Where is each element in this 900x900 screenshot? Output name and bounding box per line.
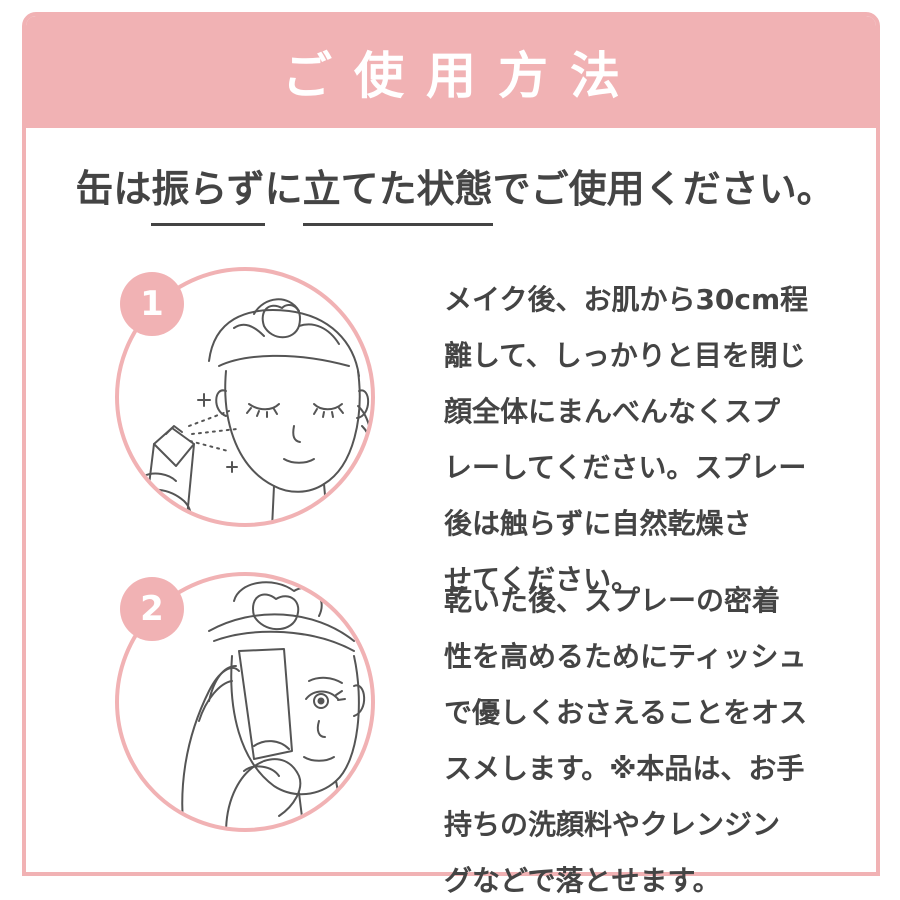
instruction-part-1: 缶は bbox=[75, 167, 152, 211]
step-1-line: 顔全体にまんべんなくスプ bbox=[444, 395, 781, 428]
step-1-line: メイク後、お肌から30cm程 bbox=[444, 283, 809, 316]
step-2-line: 乾いた後、スプレーの密着 bbox=[444, 584, 781, 617]
instruction-underlined-1: 振らず bbox=[151, 158, 265, 226]
usage-card: ご使用方法 缶は振らずに立てた状態でご使用ください。 bbox=[22, 12, 880, 897]
step-1-line: レーしてください。スプレー bbox=[444, 451, 807, 484]
instruction-part-2: に bbox=[264, 167, 303, 211]
step-1-description: メイク後、お肌から30cm程 離して、しっかりと目を閉じ 顔全体にまんべんなくス… bbox=[444, 272, 809, 608]
step-2-description: 乾いた後、スプレーの密着 性を高めるためにティッシュ で優しくおさえることをオス… bbox=[444, 573, 808, 900]
step-1-line: 離して、しっかりと目を閉じ bbox=[444, 339, 806, 372]
instruction-underlined-2: 立てた状態 bbox=[302, 158, 493, 226]
step-2-illustration bbox=[114, 571, 376, 833]
step-1-badge: 1 bbox=[120, 272, 184, 336]
instruction-part-3: でご使用ください。 bbox=[492, 167, 835, 211]
step-1-illustration bbox=[114, 266, 376, 528]
step-2-line: で優しくおさえることをオス bbox=[444, 696, 808, 729]
header-banner: ご使用方法 bbox=[26, 16, 876, 128]
step-2-badge: 2 bbox=[120, 577, 184, 641]
step-1-line: せてください。 bbox=[444, 563, 640, 596]
face-spray-illustration bbox=[115, 267, 375, 527]
usage-instruction: 缶は振らずに立てた状態でご使用ください。 bbox=[46, 158, 864, 226]
page-title: ご使用方法 bbox=[282, 47, 642, 105]
face-tissue-illustration bbox=[115, 572, 375, 832]
step-2-line: グなどで落とせます。 bbox=[444, 864, 721, 897]
step-2-line: スメします。※本品は、お手 bbox=[444, 752, 805, 785]
step-2-line: 性を高めるためにティッシュ bbox=[444, 640, 807, 673]
step-1-line: 後は触らずに自然乾燥さ bbox=[444, 507, 752, 540]
step-2-line: 持ちの洗顔料やクレンジン bbox=[444, 808, 781, 841]
